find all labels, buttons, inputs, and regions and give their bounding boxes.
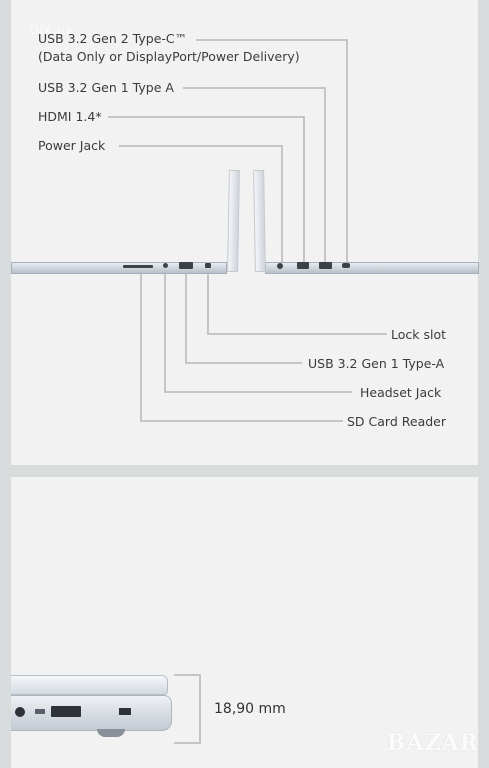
label-sd-card-reader: SD Card Reader [347, 414, 446, 429]
usb-a-port-left [179, 262, 193, 269]
label-usb-c-line2: (Data Only or DisplayPort/Power Delivery… [38, 49, 300, 64]
usb-a-port-right [319, 262, 332, 269]
power-jack-port [277, 263, 283, 269]
headset-jack-icon [15, 707, 25, 717]
leader-lock-v [207, 274, 209, 335]
leader-headset-v [164, 274, 166, 393]
leader-power-h [119, 145, 283, 147]
dimension-bottom-tick [174, 742, 200, 744]
lock-slot-icon [119, 708, 131, 715]
usb-port-icon [51, 706, 81, 717]
bazar-watermark: BAZAR [386, 730, 479, 756]
headset-jack-port [163, 263, 168, 268]
usb-c-port [342, 263, 350, 268]
dimension-top-tick [174, 674, 200, 676]
laptop-left-lid [227, 169, 240, 273]
overlay-watermark: Olx.ua [29, 23, 74, 37]
dimension-line [199, 674, 201, 744]
leader-power-v [281, 145, 283, 264]
leader-usb-right-v [185, 274, 187, 364]
sd-slot-icon [35, 709, 45, 714]
label-usb-a-right: USB 3.2 Gen 1 Type-A [308, 356, 445, 371]
leader-sd-h [140, 420, 343, 422]
laptop-foot [97, 729, 125, 737]
leader-usb-right-h [185, 362, 302, 364]
thickness-panel: 18,90 mm [11, 477, 478, 768]
leader-sd-v [140, 274, 142, 422]
label-usb-c-line1: USB 3.2 Gen 2 Type-C™ [38, 31, 188, 46]
leader-headset-h [164, 391, 352, 393]
laptop-left-side [11, 262, 227, 274]
leader-usb-a-h [183, 87, 326, 89]
lock-slot-port [205, 263, 211, 268]
leader-lock-h [207, 333, 387, 335]
leader-hdmi-v [303, 116, 305, 264]
label-hdmi: HDMI 1.4* [38, 109, 102, 124]
closed-laptop-lid [11, 675, 168, 695]
leader-hdmi-h [108, 116, 305, 118]
label-usb-a-gen1: USB 3.2 Gen 1 Type A [38, 80, 174, 95]
label-headset-jack: Headset Jack [360, 385, 442, 400]
ports-diagram-panel: Olx.ua USB 3.2 Gen 2 Type-C™ (Data Only … [11, 0, 479, 465]
laptop-right-lid [253, 169, 266, 273]
sd-card-slot [123, 265, 153, 268]
leader-usb-c-v [346, 39, 348, 264]
label-power-jack: Power Jack [38, 138, 106, 153]
thickness-value: 18,90 mm [214, 701, 286, 717]
hdmi-port [297, 262, 309, 269]
label-lock-slot: Lock slot [391, 327, 447, 342]
leader-usb-c-h [196, 39, 348, 41]
leader-usb-a-v [324, 87, 326, 264]
